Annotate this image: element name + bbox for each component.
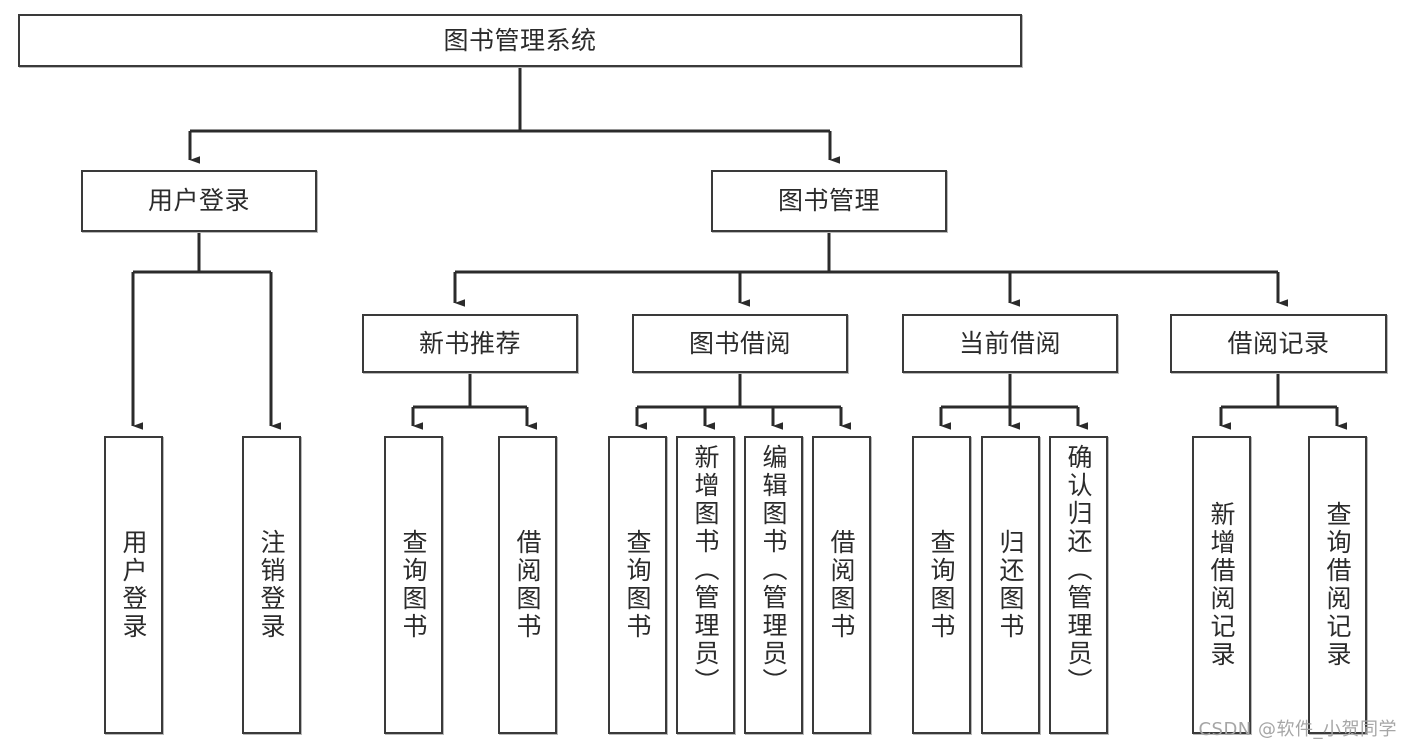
node-leaf-query-borrow-record[interactable]: 查询借阅记录 (1308, 436, 1367, 734)
node-label: 用户登录 (147, 186, 250, 215)
node-user-login[interactable]: 用户登录 (81, 170, 317, 232)
node-leaf-borrow-book-recommend[interactable]: 借阅图书 (498, 436, 557, 734)
node-label: 借阅图书 (827, 529, 856, 641)
node-label: 编辑图书（管理员） (759, 444, 788, 696)
node-label: 当前借阅 (958, 328, 1061, 358)
node-leaf-user-login[interactable]: 用户登录 (104, 436, 163, 734)
node-label: 图书借阅 (688, 328, 791, 358)
node-label: 图书管理系统 (443, 25, 597, 55)
node-label: 新增借阅记录 (1207, 501, 1236, 669)
node-label: 注销登录 (257, 529, 286, 641)
node-book-borrow[interactable]: 图书借阅 (632, 314, 848, 373)
node-leaf-query-book-borrow[interactable]: 查询图书 (608, 436, 667, 734)
node-leaf-return-book[interactable]: 归还图书 (981, 436, 1040, 734)
node-label: 查询借阅记录 (1323, 501, 1352, 669)
node-label: 借阅图书 (513, 529, 542, 641)
node-leaf-add-borrow-record[interactable]: 新增借阅记录 (1192, 436, 1251, 734)
node-leaf-query-book-current[interactable]: 查询图书 (912, 436, 971, 734)
node-leaf-borrow-book[interactable]: 借阅图书 (812, 436, 871, 734)
node-label: 借阅记录 (1227, 328, 1330, 358)
node-label: 查询图书 (623, 529, 652, 641)
node-leaf-edit-book-admin[interactable]: 编辑图书（管理员） (744, 436, 803, 734)
csdn-watermark: CSDN @软件_小贺同学 (1198, 719, 1397, 740)
node-label: 新书推荐 (418, 328, 521, 358)
node-label: 新增图书（管理员） (691, 444, 720, 696)
node-leaf-confirm-return-admin[interactable]: 确认归还（管理员） (1049, 436, 1108, 734)
node-borrow-record[interactable]: 借阅记录 (1170, 314, 1387, 373)
node-label: 图书管理 (777, 186, 880, 215)
node-book-manage[interactable]: 图书管理 (711, 170, 947, 232)
node-label: 查询图书 (927, 529, 956, 641)
node-label: 用户登录 (119, 529, 148, 641)
node-leaf-add-book-admin[interactable]: 新增图书（管理员） (676, 436, 735, 734)
node-new-book-recommend[interactable]: 新书推荐 (362, 314, 578, 373)
node-leaf-logout-login[interactable]: 注销登录 (242, 436, 301, 734)
node-root-book-management-system[interactable]: 图书管理系统 (18, 14, 1022, 67)
node-label: 查询图书 (399, 529, 428, 641)
node-label: 确认归还（管理员） (1064, 444, 1093, 696)
node-current-borrow[interactable]: 当前借阅 (902, 314, 1118, 373)
node-leaf-query-book-recommend[interactable]: 查询图书 (384, 436, 443, 734)
node-label: 归还图书 (996, 529, 1025, 641)
